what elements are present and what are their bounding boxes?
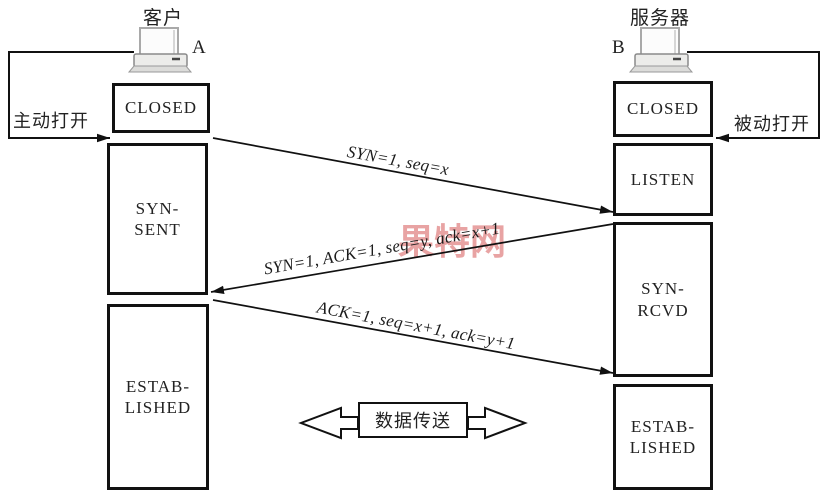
server-state-syn-rcvd: SYN- RCVD — [613, 222, 713, 377]
client-title: 客户 — [142, 8, 184, 29]
client-state-closed: CLOSED — [112, 83, 210, 133]
server-title: 服务器 — [629, 8, 691, 29]
data-transfer-label: 数据传送 — [375, 411, 451, 431]
active-open-arrow — [8, 51, 134, 143]
client-state-established-label: ESTAB- LISHED — [124, 376, 192, 417]
data-transfer-box: 数据传送 — [358, 402, 468, 438]
data-transfer-right-arrow — [467, 406, 528, 440]
passive-open-arrow — [687, 51, 820, 143]
server-state-established-label: ESTAB- LISHED — [629, 416, 697, 457]
server-state-closed: CLOSED — [613, 81, 713, 137]
client-state-established: ESTAB- LISHED — [107, 304, 209, 490]
client-computer-icon — [127, 27, 193, 73]
passive-open-label: 被动打开 — [734, 114, 810, 134]
client-state-syn-sent-label: SYN- SENT — [134, 198, 181, 239]
server-state-closed-label: CLOSED — [626, 99, 700, 119]
server-state-syn-rcvd-label: SYN- RCVD — [637, 279, 689, 320]
client-state-syn-sent: SYN- SENT — [107, 143, 208, 295]
server-state-listen: LISTEN — [613, 143, 713, 216]
client-host-letter: A — [192, 37, 206, 58]
watermark: 果特网 — [398, 222, 507, 263]
syn-ack-arrow — [210, 223, 614, 294]
server-computer-icon — [628, 27, 694, 73]
server-state-established: ESTAB- LISHED — [613, 384, 713, 490]
client-state-closed-label: CLOSED — [124, 98, 198, 118]
syn-arrow — [212, 137, 614, 214]
server-state-listen-label: LISTEN — [630, 169, 696, 189]
ack-arrow — [212, 299, 614, 375]
data-transfer-left-arrow — [298, 406, 359, 440]
active-open-label: 主动打开 — [13, 111, 89, 131]
server-host-letter: B — [612, 37, 625, 58]
